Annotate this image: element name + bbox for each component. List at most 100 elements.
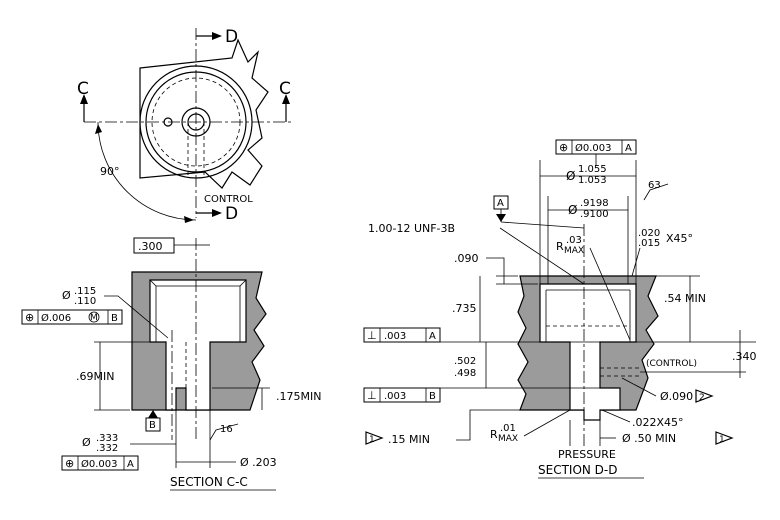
section-cc: .300 Ø .115 .110 ⊕ Ø.006 M B .69MIN .175… — [21, 237, 321, 491]
section-d-label-bottom: D — [225, 204, 238, 224]
dia-115-lower: .110 — [74, 296, 96, 307]
fcf2-value: Ø0.003 — [81, 458, 118, 470]
leader — [601, 409, 631, 423]
arrow-head — [95, 124, 102, 134]
fcf-frame — [21, 309, 123, 325]
leader — [589, 247, 631, 341]
thread-callout: 1.00-12 UNF-3B — [368, 222, 455, 235]
section-c-label-left: C — [77, 79, 89, 99]
fcf-position-006: ⊕ Ø.006 M B — [21, 309, 123, 325]
pressure-label: PRESSURE — [558, 448, 616, 461]
fcf-frame — [61, 455, 139, 471]
chamfer-015: .015 — [638, 238, 660, 249]
leader — [486, 257, 505, 284]
flag-2 — [695, 389, 714, 403]
top-view-outline — [139, 38, 269, 189]
radius-03-max: MAX — [564, 246, 584, 256]
chamfer-x45: X45° — [666, 232, 693, 245]
chamfer-022: .022X45° — [632, 416, 684, 429]
dim-735: .735 — [452, 302, 477, 315]
arrow-head — [80, 94, 88, 104]
datum-b: B — [149, 420, 156, 431]
fcf2-datum: A — [127, 459, 134, 470]
dim-175: .175MIN — [276, 390, 321, 403]
mmc-circle — [88, 311, 100, 323]
perp2-value: .003 — [384, 391, 406, 402]
section-d-label-top: D — [225, 27, 238, 47]
perp-frame — [363, 327, 441, 343]
angle-arc — [97, 121, 197, 221]
dia-9198-lower: .9100 — [580, 209, 609, 220]
leader — [523, 409, 571, 437]
dim-15: .15 MIN — [388, 433, 430, 446]
dim-300: .300 — [138, 240, 163, 253]
arrow-head — [184, 216, 194, 223]
section-dd: ⊕ Ø0.003 A Ø 1.055 1.053 63 A Ø .9198 .9… — [363, 139, 757, 479]
arrow-head — [212, 209, 222, 217]
finish-symbol — [209, 423, 239, 441]
flag-1-right — [715, 431, 734, 445]
dia-333-lower: .332 — [96, 443, 118, 454]
leader — [499, 227, 585, 285]
chamfer-020: .020 — [638, 228, 660, 239]
radius-03-r: R — [556, 240, 564, 253]
dia-090: Ø.090 — [660, 390, 693, 403]
section-dd-title: SECTION D-D — [538, 463, 618, 477]
leader — [456, 409, 520, 441]
top-view: C C D D 90° CONTROL — [77, 27, 292, 224]
arrow-head — [282, 94, 290, 104]
control-note: (CONTROL) — [646, 359, 697, 369]
dia-115-prefix: Ø — [62, 289, 71, 302]
dia-333-prefix: Ø — [82, 436, 91, 449]
leader — [104, 295, 169, 339]
fcf-top-value: Ø0.003 — [575, 142, 612, 154]
position-icon: ⊕ — [65, 457, 74, 470]
radius-01-r: R — [490, 428, 498, 441]
datum-triangle — [148, 410, 158, 418]
dia-50: Ø .50 MIN — [622, 432, 676, 445]
dia-1055-prefix: Ø — [566, 169, 575, 183]
fcf-value: Ø.006 — [41, 312, 71, 324]
radius-01-max: MAX — [498, 434, 518, 444]
flag-2-label: 2 — [699, 393, 705, 403]
section-c-label-right: C — [279, 79, 291, 99]
dia-333-upper: .333 — [96, 433, 118, 444]
perp-datum: A — [429, 331, 436, 342]
fcf-top-datum: A — [625, 143, 632, 154]
dim-498: .498 — [454, 368, 476, 379]
finish-63: 63 — [648, 180, 661, 191]
arrow-head — [212, 32, 222, 40]
mmc-modifier: M — [90, 313, 98, 323]
dia-1055-upper: 1.055 — [578, 164, 607, 175]
leader — [631, 247, 641, 277]
dia-1055-lower: 1.053 — [578, 175, 607, 186]
dim-502: .502 — [454, 356, 476, 367]
dia-9198-upper: .9198 — [580, 198, 609, 209]
chamfer-line — [149, 279, 247, 287]
finish-16: 16 — [220, 424, 233, 435]
flag-1-label-right: 1 — [719, 435, 725, 445]
dia-9198-prefix: Ø — [568, 203, 577, 217]
leader — [500, 221, 585, 229]
flag-1-left — [365, 431, 384, 445]
dim-340: .340 — [732, 350, 757, 363]
dim-54: .54 MIN — [664, 292, 706, 305]
perp2-frame — [363, 387, 441, 403]
perp-value: .003 — [384, 331, 406, 342]
dia-115-upper: .115 — [74, 286, 96, 297]
angle-label: 90° — [100, 165, 120, 178]
section-cc-title: SECTION C-C — [170, 475, 248, 489]
dim-69: .69MIN — [76, 370, 114, 383]
datum-a: A — [497, 198, 504, 209]
perp2-icon: ⊥ — [367, 389, 377, 402]
dia-203: Ø .203 — [240, 456, 277, 469]
perp-icon: ⊥ — [367, 329, 377, 342]
radius-03-value: .03 — [566, 235, 582, 246]
perp2-datum: B — [429, 391, 436, 402]
radius-01-value: .01 — [500, 423, 516, 434]
position-icon: ⊕ — [25, 311, 34, 324]
control-label: CONTROL — [204, 194, 253, 205]
finish-symbol — [643, 183, 669, 201]
flag-1-label: 1 — [369, 435, 375, 445]
